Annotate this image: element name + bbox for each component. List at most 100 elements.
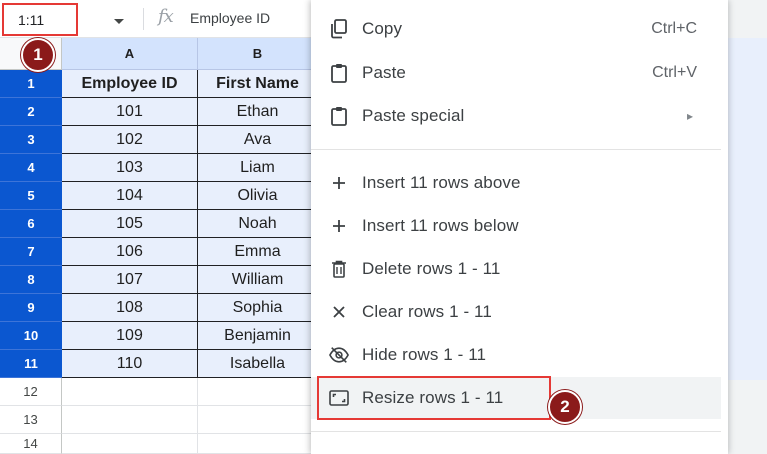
cell-value: 102 <box>116 130 143 148</box>
row-number: 3 <box>27 132 35 147</box>
row-header[interactable]: 8 <box>0 266 62 294</box>
resize-rows-highlight <box>317 376 551 420</box>
row-number: 5 <box>27 188 35 203</box>
row-header[interactable]: 1 <box>0 70 62 98</box>
row-header[interactable]: 10 <box>0 322 62 350</box>
table-cell[interactable]: Emma <box>198 238 318 266</box>
chevron-down-icon[interactable] <box>113 13 125 31</box>
table-cell[interactable]: Sophia <box>198 294 318 322</box>
menu-item-insert-below[interactable]: Insert 11 rows below <box>311 205 721 247</box>
name-box-value: 1:11 <box>18 11 45 28</box>
menu-item-paste-special[interactable]: Paste special ▸ <box>311 95 721 137</box>
table-cell[interactable]: William <box>198 266 318 294</box>
table-cell[interactable]: Ava <box>198 126 318 154</box>
menu-divider <box>311 431 721 432</box>
trash-icon <box>329 259 349 279</box>
table-cell[interactable]: 102 <box>62 126 198 154</box>
cell-value: 109 <box>116 326 143 344</box>
row-number: 7 <box>27 244 35 259</box>
table-cell[interactable]: 110 <box>62 350 198 378</box>
table-cell[interactable]: Olivia <box>198 182 318 210</box>
table-cell[interactable]: 107 <box>62 266 198 294</box>
table-cell[interactable] <box>198 378 318 406</box>
plus-icon <box>329 216 349 236</box>
table-cell[interactable]: Liam <box>198 154 318 182</box>
menu-item-label: Insert 11 rows below <box>362 216 519 235</box>
table-cell[interactable]: Isabella <box>198 350 318 378</box>
row-number: 4 <box>27 160 35 175</box>
row-number: 10 <box>23 328 39 343</box>
table-cell[interactable]: 108 <box>62 294 198 322</box>
cell-value: 105 <box>116 214 143 232</box>
menu-item-insert-above[interactable]: Insert 11 rows above <box>311 162 721 204</box>
row-header[interactable]: 5 <box>0 182 62 210</box>
table-cell[interactable]: Benjamin <box>198 322 318 350</box>
header-cell[interactable]: First Name <box>198 70 318 98</box>
row-header[interactable]: 11 <box>0 350 62 378</box>
row-header[interactable]: 13 <box>0 406 62 434</box>
row-number: 8 <box>27 272 35 287</box>
cell-value: Ava <box>243 130 272 148</box>
menu-item-copy[interactable]: Copy Ctrl+C <box>311 8 721 50</box>
row-header[interactable]: 12 <box>0 378 62 406</box>
cell-value: Ethan <box>236 102 279 120</box>
table-cell[interactable] <box>198 434 318 454</box>
cell-value: Employee ID <box>81 74 178 92</box>
row-header[interactable]: 3 <box>0 126 62 154</box>
table-cell[interactable] <box>62 434 198 454</box>
row-header[interactable]: 9 <box>0 294 62 322</box>
table-cell[interactable] <box>62 406 198 434</box>
selection-band <box>728 38 767 380</box>
row-number: 13 <box>23 412 38 427</box>
cell-value: 103 <box>116 158 143 176</box>
menu-item-paste[interactable]: Paste Ctrl+V <box>311 52 721 94</box>
row-number: 1 <box>27 76 35 91</box>
paste-icon <box>329 63 349 83</box>
table-cell[interactable]: 101 <box>62 98 198 126</box>
cell-value: Noah <box>238 214 277 232</box>
row-header[interactable]: 2 <box>0 98 62 126</box>
menu-item-shortcut: Ctrl+V <box>652 64 697 81</box>
table-cell[interactable]: Ethan <box>198 98 318 126</box>
column-header-b[interactable]: B <box>198 38 318 70</box>
column-label: A <box>124 46 135 61</box>
table-cell[interactable]: 103 <box>62 154 198 182</box>
menu-item-label: Hide rows 1 - 11 <box>362 345 487 364</box>
menu-item-clear-rows[interactable]: Clear rows 1 - 11 <box>311 291 721 333</box>
cell-value: 104 <box>116 186 143 204</box>
menu-item-delete-rows[interactable]: Delete rows 1 - 11 <box>311 248 721 290</box>
table-cell[interactable]: 106 <box>62 238 198 266</box>
cell-value: 106 <box>116 242 143 260</box>
cell-value: Isabella <box>229 354 286 372</box>
submenu-arrow-icon: ▸ <box>686 109 693 123</box>
row-number: 6 <box>27 216 35 231</box>
table-cell[interactable] <box>198 406 318 434</box>
table-cell[interactable]: 105 <box>62 210 198 238</box>
row-header[interactable]: 7 <box>0 238 62 266</box>
header-cell[interactable]: Employee ID <box>62 70 198 98</box>
table-cell[interactable] <box>62 378 198 406</box>
cell-value: Olivia <box>237 186 278 204</box>
plus-icon <box>329 173 349 193</box>
cell-value: 107 <box>116 270 143 288</box>
step-number: 1 <box>33 45 43 64</box>
name-box[interactable]: 1:11 <box>2 3 78 36</box>
table-cell[interactable]: 104 <box>62 182 198 210</box>
formula-input[interactable]: Employee ID <box>190 10 271 26</box>
cell-value: Sophia <box>232 298 283 316</box>
menu-item-label: Paste <box>362 63 406 82</box>
table-cell[interactable]: Noah <box>198 210 318 238</box>
row-header[interactable]: 14 <box>0 434 62 454</box>
step-badge-2: 2 <box>548 390 582 424</box>
column-header-a[interactable]: A <box>62 38 198 70</box>
resize-icon <box>329 388 349 408</box>
close-icon <box>329 302 349 322</box>
row-header[interactable]: 6 <box>0 210 62 238</box>
cell-value: Emma <box>234 242 281 260</box>
table-cell[interactable]: 109 <box>62 322 198 350</box>
menu-item-hide-rows[interactable]: Hide rows 1 - 11 <box>311 334 721 376</box>
row-header[interactable]: 4 <box>0 154 62 182</box>
menu-item-resize-rows[interactable]: Resize rows 1 - 11 <box>311 377 721 419</box>
cell-value: 108 <box>116 298 143 316</box>
cell-value: 110 <box>116 354 143 372</box>
